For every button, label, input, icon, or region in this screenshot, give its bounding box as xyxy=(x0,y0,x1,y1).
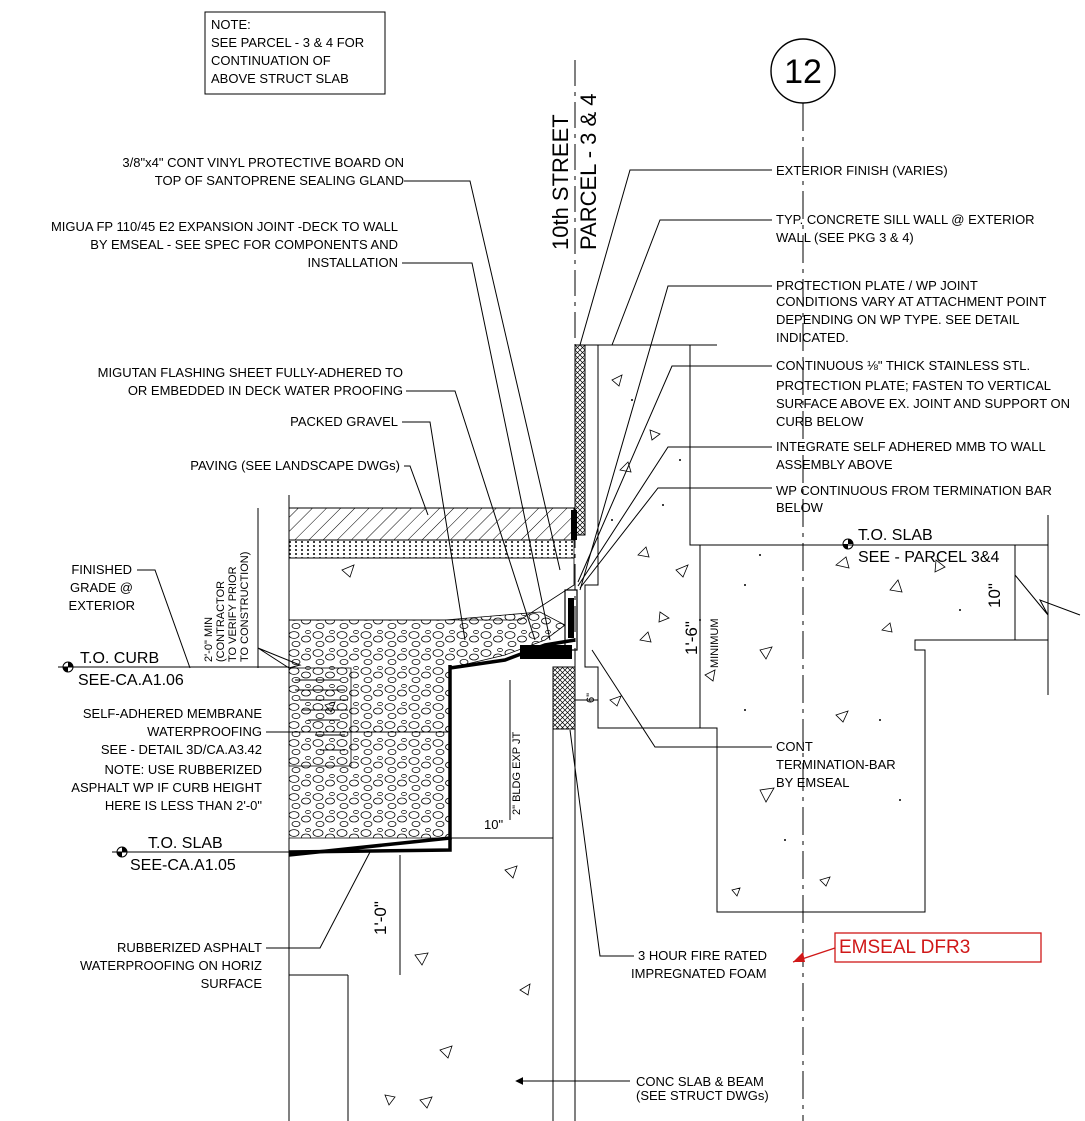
curb-min-line-1: 2'-0" MIN xyxy=(203,617,215,662)
conc-slab-line-2: (SEE STRUCT DWGs) xyxy=(636,1088,769,1103)
dim-1-0: 1'-0" xyxy=(371,901,390,935)
slab-left-ref: SEE-CA.A1.05 xyxy=(130,857,236,874)
rubberized-line-2: WATERPROOFING ON HORIZ xyxy=(80,958,262,973)
integrate-line-2: ASSEMBLY ABOVE xyxy=(776,457,893,472)
dim-1-6: 1'-6" xyxy=(682,621,701,655)
elevation-slab-left: T.O. SLAB SEE-CA.A1.05 xyxy=(112,835,289,874)
membrane-line-2: WATERPROOFING xyxy=(147,724,262,739)
protection-plate-line-4: INDICATED. xyxy=(776,330,849,345)
protection-plate-line-1: PROTECTION PLATE / WP JOINT xyxy=(776,278,978,293)
elevation-curb: T.O. CURB SEE-CA.A1.06 xyxy=(58,650,289,689)
migutan-line-1: MIGUTAN FLASHING SHEET FULLY-ADHERED TO xyxy=(98,365,403,380)
conc-slab-line-1: CONC SLAB & BEAM xyxy=(636,1074,764,1089)
slab-left-title: T.O. SLAB xyxy=(148,835,223,852)
protection-plate-line-3: DEPENDING ON WP TYPE. SEE DETAIL xyxy=(776,312,1019,327)
emseal-callout-text: EMSEAL DFR3 xyxy=(839,937,970,958)
dim-10-right: 10" xyxy=(985,583,1004,608)
left-callouts: 3/8"x4" CONT VINYL PROTECTIVE BOARD ON T… xyxy=(51,155,561,991)
termination-bar-line-3: BY EMSEAL xyxy=(776,775,849,790)
integrate-line-1: INTEGRATE SELF ADHERED MMB TO WALL xyxy=(776,439,1046,454)
finished-grade-line-3: EXTERIOR xyxy=(69,598,135,613)
parcel-name: PARCEL - 3 & 4 xyxy=(576,93,601,250)
grid-bubble: 12 xyxy=(770,38,836,1121)
migua-line-3: INSTALLATION xyxy=(307,255,398,270)
rubberized-line-1: RUBBERIZED ASPHALT xyxy=(117,940,262,955)
protection-plate-line-2: CONDITIONS VARY AT ATTACHMENT POINT xyxy=(776,294,1046,309)
curb-min-line-2: (CONTRACTOR xyxy=(215,581,227,662)
membrane-line-1: SELF-ADHERED MEMBRANE xyxy=(83,706,262,721)
stainless-line-3: SURFACE ABOVE EX. JOINT AND SUPPORT ON xyxy=(776,396,1070,411)
fire-foam-line-2: IMPREGNATED FOAM xyxy=(631,966,767,981)
finished-grade-line-1: FINISHED xyxy=(71,562,132,577)
note-box: NOTE: SEE PARCEL - 3 & 4 FOR CONTINUATIO… xyxy=(204,11,386,95)
vinyl-board-line-2: TOP OF SANTOPRENE SEALING GLAND xyxy=(155,173,404,188)
dimensions: 1'-6" MINIMUM 10" 6" 2" BLDG EXP JT 10" … xyxy=(371,583,1004,935)
curb-title: T.O. CURB xyxy=(80,650,159,667)
right-callouts: EXTERIOR FINISH (VARIES) TYP. CONCRETE S… xyxy=(515,163,1070,1103)
membrane-note-line-3: HERE IS LESS THAN 2'-0" xyxy=(105,798,263,813)
fire-foam-line-1: 3 HOUR FIRE RATED xyxy=(638,948,767,963)
note-line-3: CONTINUATION OF xyxy=(211,53,331,68)
exterior-wall-finish xyxy=(571,344,599,560)
sill-wall-line-2: WALL (SEE PKG 3 & 4) xyxy=(776,230,914,245)
membrane-note-line-2: ASPHALT WP IF CURB HEIGHT xyxy=(71,780,262,795)
migua-line-1: MIGUA FP 110/45 E2 EXPANSION JOINT -DECK… xyxy=(51,219,398,234)
curb-ref: SEE-CA.A1.06 xyxy=(78,672,184,689)
grid-number: 12 xyxy=(784,53,822,91)
termination-bar-line-1: CONT xyxy=(776,739,813,754)
finished-grade-line-2: GRADE @ xyxy=(70,580,133,595)
dim-10-bottom: 10" xyxy=(484,817,503,832)
dim-6: 6" xyxy=(585,693,597,703)
migutan-line-2: OR EMBEDDED IN DECK WATER PROOFING xyxy=(128,383,403,398)
street-name: 10th STREET xyxy=(548,114,573,250)
curb-min-line-3: TO VERIFY PRIOR xyxy=(227,566,239,662)
note-line-2: SEE PARCEL - 3 & 4 FOR xyxy=(211,35,364,50)
sill-wall-line-1: TYP. CONCRETE SILL WALL @ EXTERIOR xyxy=(776,212,1035,227)
emseal-callout: EMSEAL DFR3 xyxy=(792,932,1042,963)
curb-min-line-4: TO CONSTRUCTION) xyxy=(239,552,251,662)
termination-bar-line-2: TERMINATION-BAR xyxy=(776,757,896,772)
wp-continuous-line-1: WP CONTINUOUS FROM TERMINATION BAR xyxy=(776,483,1052,498)
exterior-assembly xyxy=(257,495,598,1121)
vinyl-board-line-1: 3/8"x4" CONT VINYL PROTECTIVE BOARD ON xyxy=(122,155,404,170)
note-line-1: NOTE: xyxy=(211,17,251,32)
stainless-line-4: CURB BELOW xyxy=(776,414,864,429)
wp-continuous-line-2: BELOW xyxy=(776,500,824,515)
stainless-line-1: CONTINUOUS ⅛" THICK STAINLESS STL. xyxy=(776,358,1030,373)
street-label: 10th STREET PARCEL - 3 & 4 xyxy=(548,93,601,250)
gravel-label: PACKED GRAVEL xyxy=(290,414,398,429)
elevation-slab-right: T.O. SLAB SEE - PARCEL 3&4 xyxy=(842,527,999,566)
dim-minimum: MINIMUM xyxy=(709,619,721,669)
membrane-note-line-1: NOTE: USE RUBBERIZED xyxy=(105,762,262,777)
paving-label: PAVING (SEE LANDSCAPE DWGs) xyxy=(190,458,400,473)
note-line-4: ABOVE STRUCT SLAB xyxy=(211,71,349,86)
migua-line-2: BY EMSEAL - SEE SPEC FOR COMPONENTS AND xyxy=(90,237,398,252)
exterior-finish-label: EXTERIOR FINISH (VARIES) xyxy=(776,163,948,178)
stainless-line-2: PROTECTION PLATE; FASTEN TO VERTICAL xyxy=(776,378,1051,393)
membrane-line-3: SEE - DETAIL 3D/CA.A3.42 xyxy=(101,742,262,757)
rubberized-line-3: SURFACE xyxy=(201,976,263,991)
dim-bldg-exp: 2" BLDG EXP JT xyxy=(511,732,523,815)
slab-right-title: T.O. SLAB xyxy=(858,527,933,544)
slab-right-ref: SEE - PARCEL 3&4 xyxy=(858,549,999,566)
